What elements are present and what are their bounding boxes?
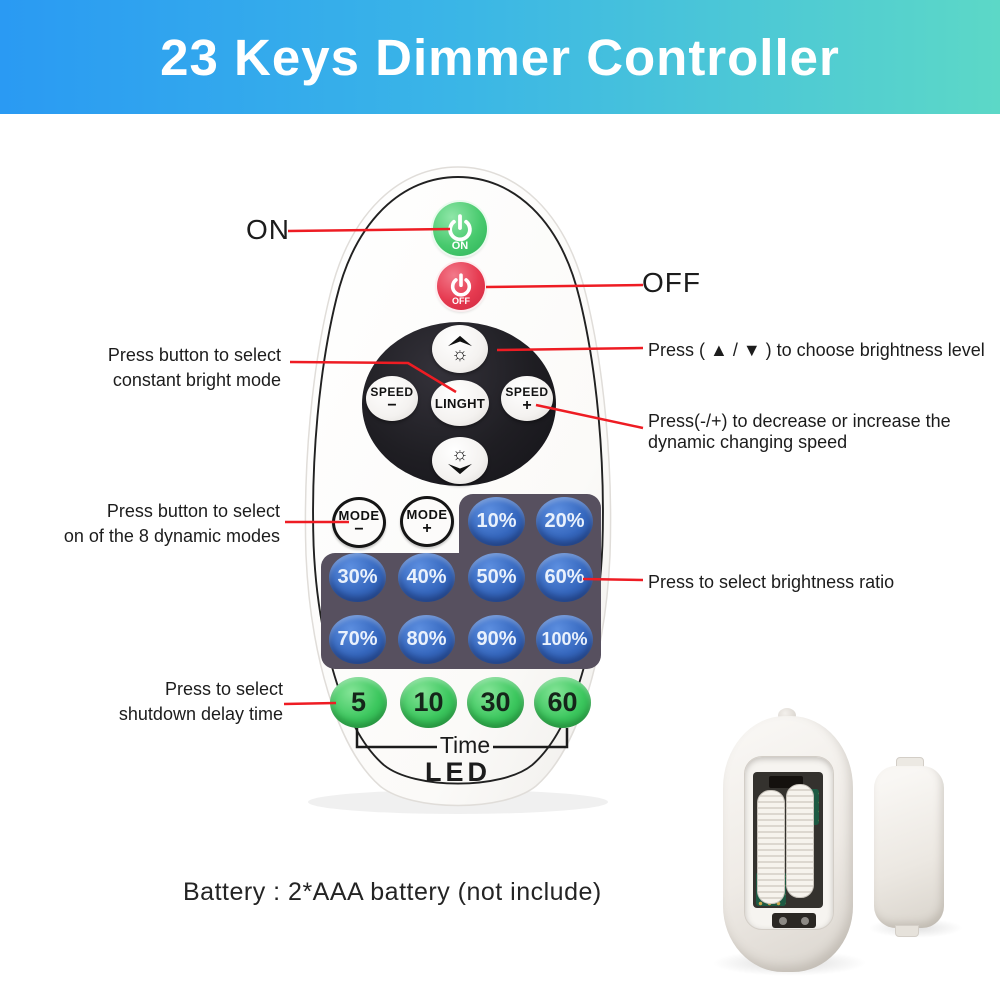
button-label: 10	[413, 687, 444, 717]
off-button-label: OFF	[452, 296, 470, 306]
button-label: 80%	[406, 628, 447, 650]
battery-slot	[757, 790, 785, 904]
annotation-line: Press(-/+) to decrease or increase the	[648, 411, 951, 431]
brightness-down-button: ☼	[432, 437, 488, 484]
button-label: 30	[480, 687, 511, 717]
plus-sign: +	[422, 519, 432, 537]
light-button: LINGHT	[431, 380, 489, 426]
button-label: 90%	[476, 628, 517, 650]
page-title: 23 Keys Dimmer Controller	[160, 28, 840, 86]
sun-icon: ☼	[451, 443, 469, 465]
annotation-line: dynamic changing speed	[648, 432, 848, 452]
callout-line-off	[485, 283, 644, 289]
callout-line-on	[287, 227, 451, 233]
minus-sign: −	[387, 396, 397, 414]
percent-60-button: 60%	[536, 553, 593, 602]
mode-minus-label: MODE	[338, 507, 380, 523]
button-label: 100%	[541, 629, 588, 649]
annotation-speed: Press(-/+) to decrease or increase the d…	[648, 411, 951, 453]
annotation-line: Press button to select	[107, 345, 281, 365]
battery-note: Battery : 2*AAA battery (not include)	[183, 878, 602, 906]
button-label: 20%	[544, 510, 585, 532]
annotation-line: constant bright mode	[112, 370, 281, 390]
front-shadow	[308, 790, 608, 814]
mode-minus-button: MODE −	[332, 497, 386, 548]
time-5-button: 5	[330, 677, 387, 728]
battery-slot	[786, 784, 814, 898]
time-group-label: Time	[439, 732, 491, 758]
button-label: 50%	[476, 566, 517, 588]
plus-sign: +	[522, 396, 532, 414]
callout-line-shutdown	[283, 701, 337, 706]
power-on-button: ON	[433, 202, 487, 256]
mode-plus-button: MODE +	[400, 496, 454, 547]
speed-minus-label: SPEED	[370, 384, 414, 399]
time-30-button: 30	[467, 677, 524, 728]
annotation-line: shutdown delay time	[118, 704, 283, 724]
speed-plus-label: SPEED	[505, 384, 549, 399]
annotation-line: on of the 8 dynamic modes	[63, 526, 280, 546]
percent-40-button: 40%	[398, 553, 455, 602]
power-off-button: OFF	[437, 262, 485, 310]
speed-minus-button: SPEED −	[366, 376, 418, 421]
annotation-brightness-ratio: Press to select brightness ratio	[648, 572, 895, 592]
button-label: 60	[547, 687, 578, 717]
time-10-button: 10	[400, 677, 457, 728]
cover-tab	[895, 925, 919, 937]
annotation-off: OFF	[642, 267, 701, 298]
chevron-down-icon	[448, 463, 472, 474]
percent-20-button: 20%	[536, 497, 593, 546]
minus-sign: −	[354, 520, 364, 538]
percent-80-button: 80%	[398, 615, 455, 664]
percent-30-button: 30%	[329, 553, 386, 602]
button-label: 70%	[337, 628, 378, 650]
button-label: 60%	[544, 566, 585, 588]
mode-plus-label: MODE	[406, 506, 448, 522]
contact-connector	[772, 913, 816, 928]
percent-100-button: 100%	[536, 615, 593, 664]
annotation-dynamic-modes: Press button to select on of the 8 dynam…	[64, 499, 280, 549]
annotation-line: Press to select	[164, 679, 283, 699]
annotation-shutdown-delay: Press to select shutdown delay time	[119, 677, 283, 727]
title-banner: 23 Keys Dimmer Controller	[0, 0, 1000, 114]
brightness-up-button: ☼	[432, 325, 488, 373]
battery-cover	[874, 766, 944, 928]
button-label: 40%	[406, 566, 447, 588]
percent-70-button: 70%	[329, 615, 386, 664]
percent-10-button: 10%	[468, 497, 525, 546]
annotation-on: ON	[246, 214, 290, 245]
annotation-brightness: Press ( ▲ / ▼ ) to choose brightness lev…	[648, 340, 985, 360]
button-label: 30%	[337, 566, 378, 588]
annotation-line: Press button to select	[106, 501, 280, 521]
button-label: 10%	[476, 510, 517, 532]
sun-icon: ☼	[451, 344, 469, 365]
speed-plus-button: SPEED +	[501, 376, 553, 421]
led-label: LED	[425, 757, 491, 787]
button-label: 5	[350, 687, 367, 717]
percent-90-button: 90%	[468, 615, 525, 664]
time-60-button: 60	[534, 677, 591, 728]
annotation-constant-bright: Press button to select constant bright m…	[108, 343, 281, 393]
percent-50-button: 50%	[468, 553, 525, 602]
on-button-label: ON	[451, 240, 469, 252]
light-button-label: LINGHT	[434, 395, 486, 411]
